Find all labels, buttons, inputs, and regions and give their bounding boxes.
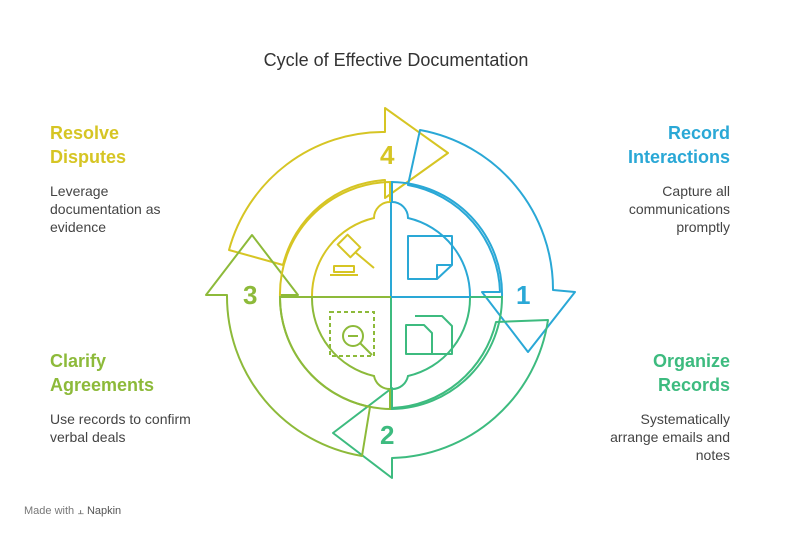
step-4-heading-line2: Disputes	[50, 147, 127, 167]
footer-brand: Napkin	[86, 505, 122, 517]
inner-quadrant-1	[391, 180, 504, 298]
label-organize-records: Organize Records Systematically arrange …	[530, 349, 730, 464]
step-1-heading-line2: Interactions	[627, 147, 730, 167]
diagram-title: Cycle of Effective Documentation	[263, 50, 529, 70]
arrow-step-2	[332, 319, 549, 479]
inner-quadrant-4	[278, 180, 391, 298]
step-4-heading-line1: Resolve	[50, 123, 120, 143]
step-number-2: 2	[380, 420, 394, 450]
sticky-note-icon	[407, 235, 453, 280]
step-1-heading-line1: Record	[667, 123, 730, 143]
step-4-heading: Resolve Disputes	[50, 121, 200, 169]
step-number-1: 1	[516, 280, 530, 310]
footer-prefix: Made with	[24, 505, 75, 517]
label-resolve-disputes: Resolve Disputes Leverage documentation …	[50, 121, 200, 236]
made-with-footer[interactable]: Made with ⫠ Napkin	[24, 505, 121, 518]
napkin-logo-icon: ⫠	[77, 505, 84, 517]
step-2-heading-line1: Organize	[652, 351, 730, 371]
search-document-icon	[329, 311, 375, 357]
step-3-heading-line2: Agreements	[50, 375, 155, 395]
inner-quadrant-3	[278, 296, 391, 411]
step-number-3: 3	[243, 280, 257, 310]
step-2-heading-line2: Records	[657, 375, 730, 395]
step-2-description: Systematically arrange emails and notes	[610, 411, 730, 463]
step-3-heading-line1: Clarify	[50, 351, 107, 371]
gavel-icon	[330, 233, 375, 276]
step-3-description: Use records to confirm verbal deals	[50, 411, 191, 445]
step-1-description: Capture all communications promptly	[628, 183, 730, 235]
step-1-heading: Record Interactions	[530, 121, 730, 169]
label-clarify-agreements: Clarify Agreements Use records to confir…	[50, 349, 220, 446]
inner-quadrant-2	[391, 296, 504, 411]
step-number-4: 4	[380, 140, 395, 170]
step-2-heading: Organize Records	[530, 349, 730, 397]
step-4-description: Leverage documentation as evidence	[50, 183, 161, 235]
label-record-interactions: Record Interactions Capture all communic…	[530, 121, 730, 236]
documents-icon	[405, 315, 453, 355]
arrow-step-1	[407, 129, 576, 353]
arrow-step-4	[228, 107, 449, 266]
step-3-heading: Clarify Agreements	[50, 349, 220, 397]
